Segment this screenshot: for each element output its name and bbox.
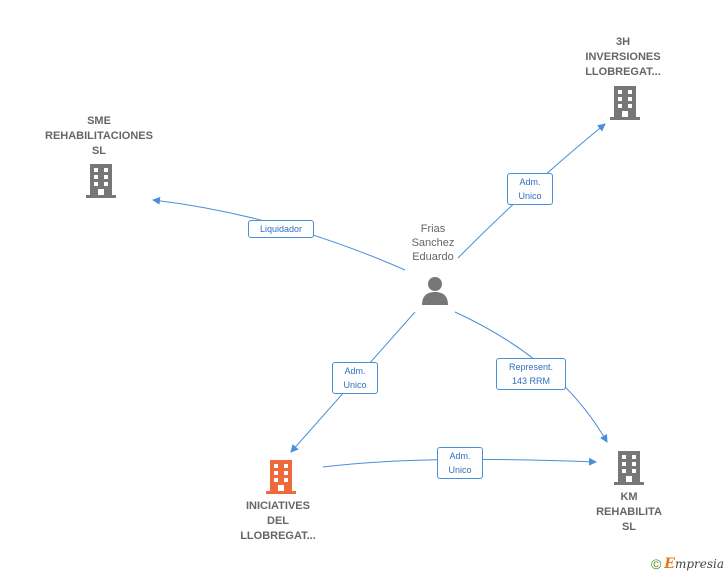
building-icon[interactable] — [85, 163, 117, 198]
edge-label-liquidador[interactable]: Liquidador — [248, 220, 314, 238]
brand-watermark: © Empresia — [651, 556, 724, 572]
brand-logo: Empresia — [664, 556, 724, 572]
copyright-icon: © — [650, 556, 662, 572]
building-icon[interactable] — [265, 459, 297, 494]
edge-label-adm-unico-iniciatives[interactable]: Adm. Unico — [332, 362, 378, 394]
building-icon[interactable] — [613, 450, 645, 485]
node-label-sme[interactable]: SME REHABILITACIONES SL — [45, 115, 153, 157]
edge-label-adm-unico-km[interactable]: Adm. Unico — [437, 447, 483, 479]
building-icon[interactable] — [609, 85, 641, 120]
node-label-iniciatives[interactable]: INICIATIVES DEL LLOBREGAT... — [240, 500, 316, 542]
node-label-km-rehabilita[interactable]: KM REHABILITA SL — [596, 491, 662, 533]
edge-label-represent[interactable]: Represent. 143 RRM — [496, 358, 566, 390]
node-label-person[interactable]: Frias Sanchez Eduardo — [411, 223, 455, 263]
person-icon[interactable] — [420, 275, 450, 305]
node-label-3h-inversiones[interactable]: 3H INVERSIONES LLOBREGAT... — [585, 36, 661, 78]
edge-label-adm-unico-3h[interactable]: Adm. Unico — [507, 173, 553, 205]
